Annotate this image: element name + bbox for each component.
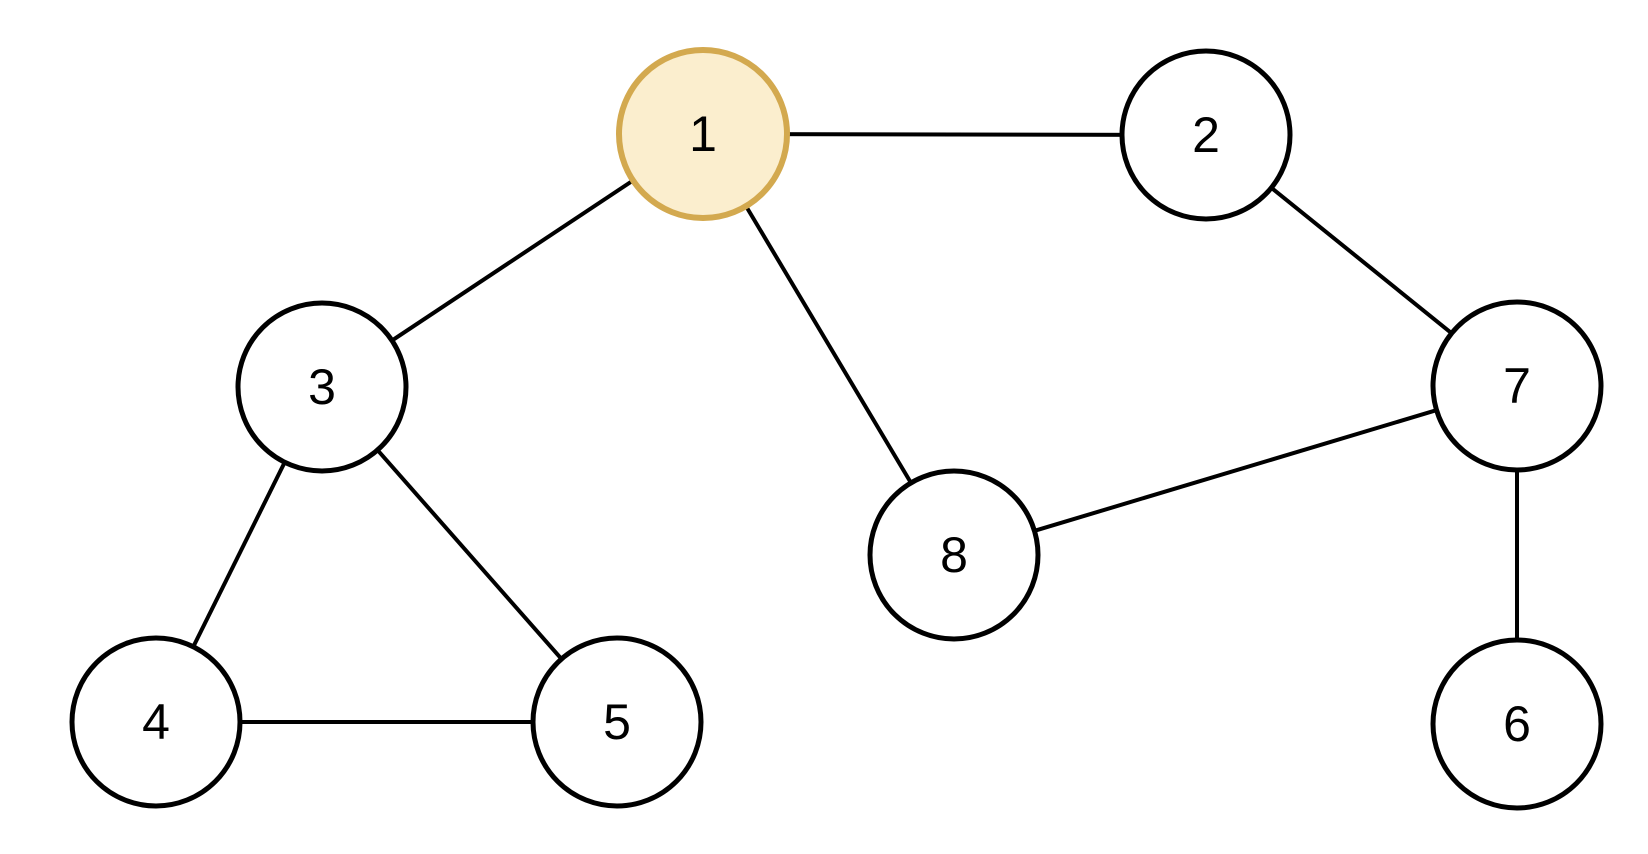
node-circle-3[interactable]: [235, 300, 409, 474]
node-3[interactable]: 3: [235, 300, 409, 474]
node-8[interactable]: 8: [867, 468, 1041, 642]
node-6[interactable]: 6: [1430, 637, 1604, 811]
node-7[interactable]: 7: [1430, 299, 1604, 473]
node-circle-2[interactable]: [1119, 48, 1293, 222]
node-1[interactable]: 1: [616, 47, 790, 221]
node-circle-5[interactable]: [530, 635, 704, 809]
node-circle-4[interactable]: [69, 635, 243, 809]
node-circle-1[interactable]: [616, 47, 790, 221]
node-circle-6[interactable]: [1430, 637, 1604, 811]
node-circle-8[interactable]: [867, 468, 1041, 642]
edge-7-8: [953, 384, 1518, 557]
node-4[interactable]: 4: [69, 635, 243, 809]
node-5[interactable]: 5: [530, 635, 704, 809]
node-2[interactable]: 2: [1119, 48, 1293, 222]
node-circle-7[interactable]: [1430, 299, 1604, 473]
